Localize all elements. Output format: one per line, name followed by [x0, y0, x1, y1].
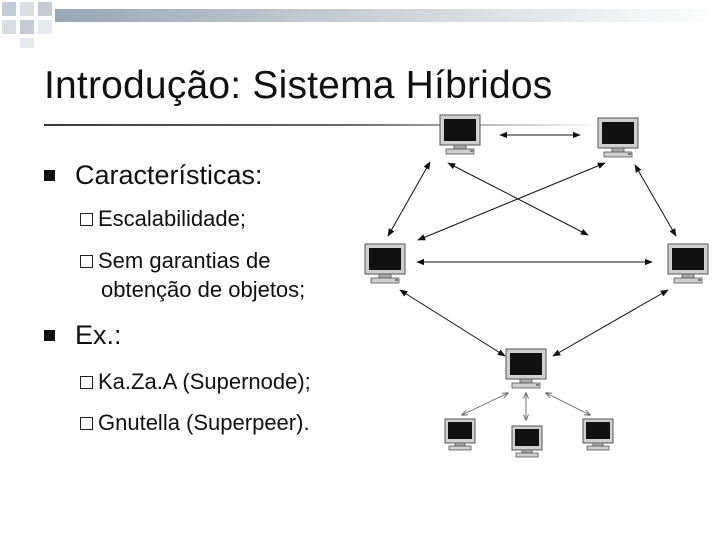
solid-square-bullet-icon [44, 170, 55, 181]
header-decoration [2, 2, 720, 48]
subitem-text-continuation: obtenção de objetos; [101, 277, 306, 302]
leaf-link-right [546, 393, 590, 415]
subitem-text: Gnutella (Superpeer). [98, 410, 310, 435]
bullet-text: Ex.: [75, 320, 122, 350]
solid-square-bullet-icon [44, 330, 55, 341]
peer-computer-icon [667, 243, 709, 284]
hollow-square-bullet-icon [80, 376, 93, 389]
bullet-list: Características: Escalabilidade; Sem gar… [44, 160, 311, 437]
subitem-text: Ka.Za.A (Supernode); [98, 369, 311, 394]
connection-lines [387, 131, 677, 357]
slide-title: Introdução: Sistema Híbridos [44, 64, 553, 107]
hybrid-network-diagram [364, 114, 709, 458]
hollow-square-bullet-icon [80, 255, 93, 268]
bullet-text: Características: [75, 160, 263, 190]
bullet-item-caracteristicas: Características: [44, 160, 263, 191]
subitem-text: Sem garantias de [98, 248, 271, 273]
peer-computer-icon [597, 117, 639, 158]
link-left-super [399, 289, 506, 357]
subitem-escalabilidade: Escalabilidade; [80, 204, 246, 233]
leaf-computer-icon [511, 425, 543, 458]
title-underline [44, 124, 604, 126]
link-right-super [552, 289, 669, 357]
subitem-sem-garantias: Sem garantias de obtenção de objetos; [80, 246, 305, 304]
link-diagonal-up [417, 162, 606, 241]
peer-computer-icon [439, 114, 481, 155]
hollow-square-bullet-icon [80, 213, 93, 226]
supernode-computer-icon [505, 348, 547, 389]
subitem-text: Escalabilidade; [98, 206, 246, 231]
link-left-upper [387, 161, 431, 237]
subitem-kazaa: Ka.Za.A (Supernode); [80, 367, 311, 396]
bullet-item-exemplos: Ex.: [44, 320, 122, 351]
link-right-upper [634, 164, 677, 237]
peer-computer-icon [364, 243, 406, 284]
leaf-connection-lines [462, 393, 590, 420]
leaf-computer-icon [582, 418, 614, 451]
leaf-computer-icon [444, 418, 476, 451]
leaf-link-left [462, 393, 508, 415]
hollow-square-bullet-icon [80, 417, 93, 430]
subitem-gnutella: Gnutella (Superpeer). [80, 408, 310, 437]
